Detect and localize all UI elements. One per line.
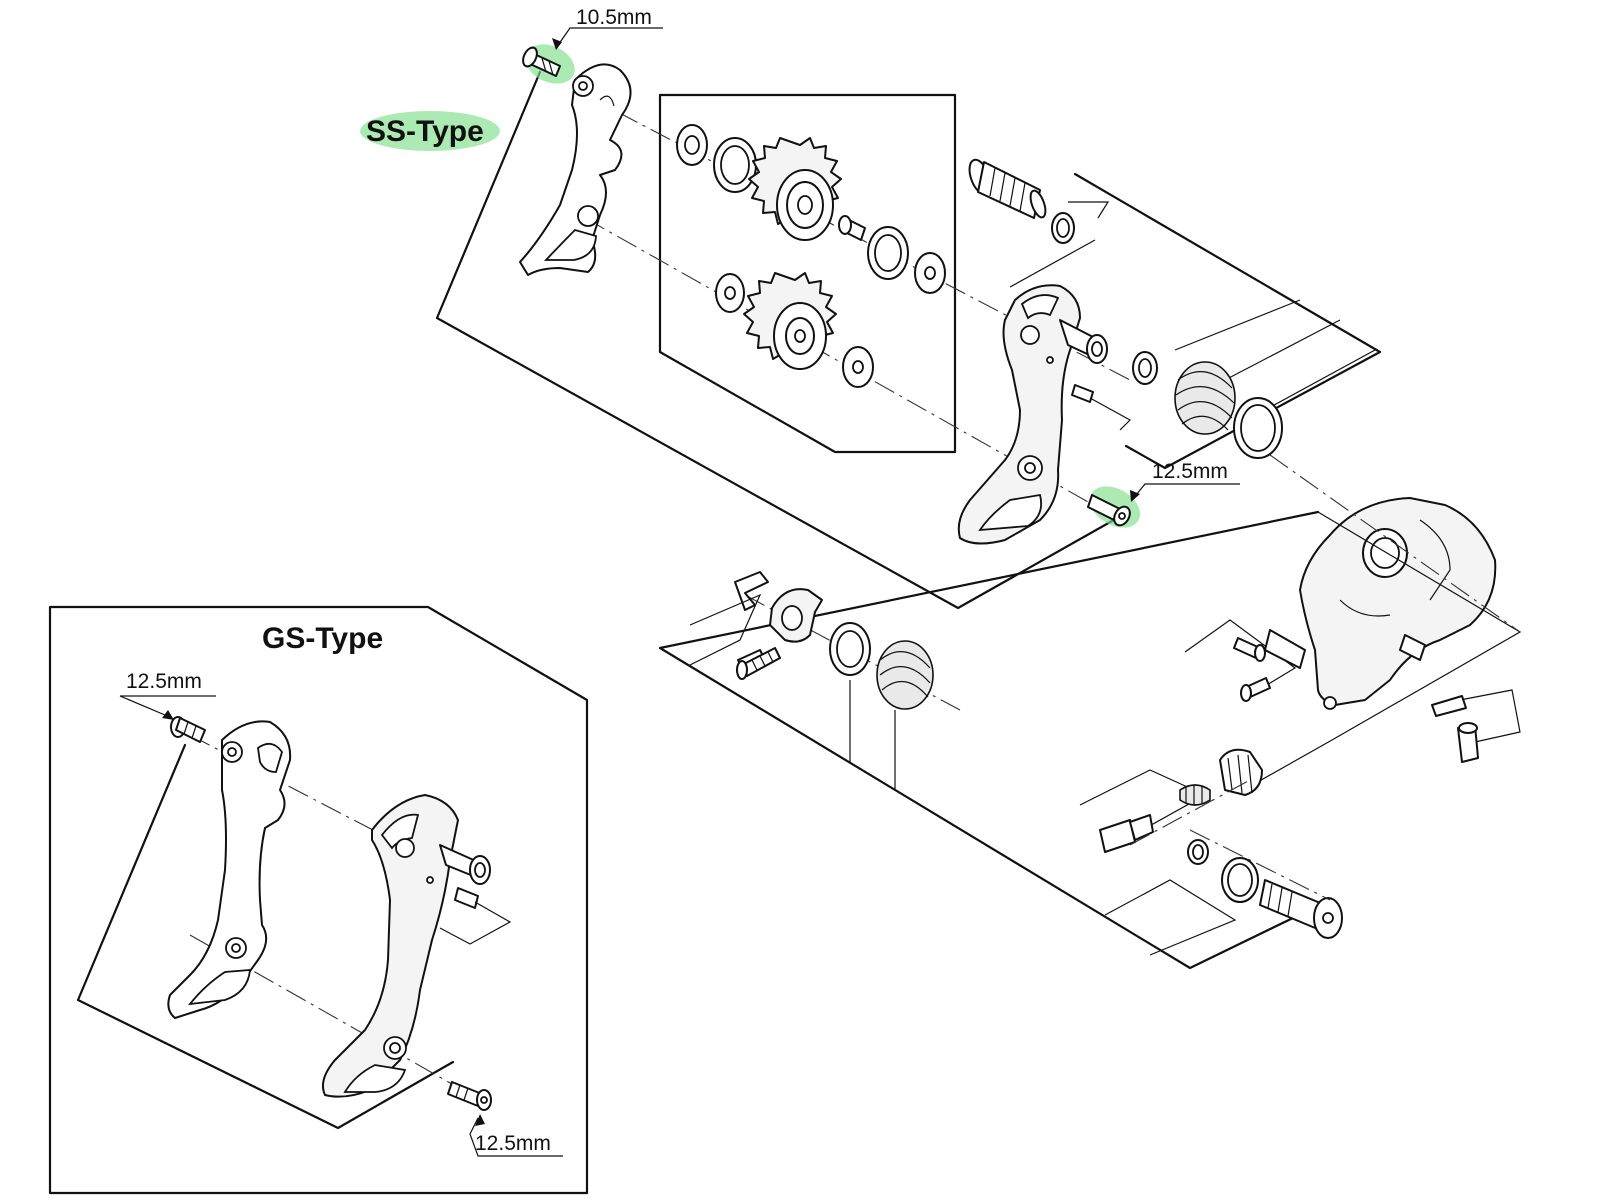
gs-cage-outline bbox=[76, 743, 455, 1130]
lower-pulley-parts bbox=[715, 272, 874, 388]
barrel-adjuster-parts bbox=[1079, 748, 1263, 853]
pivot-axle-bolt bbox=[968, 158, 1075, 244]
upper-pulley-parts bbox=[676, 124, 946, 294]
b-tension-spring bbox=[876, 640, 934, 710]
derailleur-body-assembly bbox=[658, 454, 1522, 970]
b-axle-leader bbox=[689, 593, 762, 666]
ss-lower-bolt-leader bbox=[1131, 483, 1240, 501]
ss-upper-bolt-leader bbox=[555, 27, 663, 49]
b-axle-parts bbox=[689, 571, 934, 790]
cage-stopper-leader bbox=[1089, 397, 1131, 431]
pivot-leader-4 bbox=[1224, 319, 1341, 381]
cage-spring-set bbox=[1132, 351, 1283, 459]
gs-upper-bolt-leader bbox=[119, 695, 216, 719]
ss-lower-cage-bolt bbox=[1087, 486, 1141, 528]
ss-lower-bolt-size: 12.5mm bbox=[1152, 460, 1228, 483]
inner-cage-plate bbox=[519, 63, 632, 276]
cable-fixing-parts bbox=[1431, 689, 1521, 763]
pivot-leader-lines bbox=[1073, 172, 1382, 470]
cage-return-spring bbox=[1174, 361, 1236, 435]
gs-inset-frame bbox=[48, 605, 589, 1195]
gs-upper-bolt-arrow bbox=[162, 710, 174, 720]
pivot-leader-2 bbox=[1009, 239, 1096, 288]
ss-upper-cage-bolt bbox=[522, 44, 575, 84]
ss-type-label: SS-Type bbox=[360, 111, 500, 151]
gs-type-inset: GS-Type 12.5mm bbox=[48, 605, 589, 1195]
gs-upper-bolt-size: 12.5mm bbox=[126, 670, 202, 693]
limit-screws bbox=[1184, 619, 1306, 702]
gs-type-title: GS-Type bbox=[262, 622, 383, 655]
pivot-leader-3 bbox=[1174, 299, 1301, 351]
body-bracket-outline bbox=[658, 510, 1332, 970]
pulley-inset-frame bbox=[658, 93, 957, 454]
gs-outer-cage-plate bbox=[322, 794, 512, 1098]
ss-type-assembly: 10.5mm SS-Type bbox=[360, 6, 1382, 610]
pivot-leader-1 bbox=[1068, 201, 1110, 219]
ss-upper-bolt-size: 10.5mm bbox=[576, 6, 652, 29]
b-axle-bolt bbox=[1104, 829, 1343, 956]
outer-cage-plate bbox=[957, 284, 1108, 545]
gs-lower-cage-bolt bbox=[447, 1081, 492, 1111]
gs-upper-cage-bolt bbox=[170, 716, 206, 743]
lower-pulley-wheel bbox=[743, 272, 837, 370]
ss-lower-bolt-arrow bbox=[1130, 490, 1140, 502]
pivot-leader-5 bbox=[1264, 349, 1376, 411]
ss-upper-bolt-arrow bbox=[552, 38, 562, 50]
ss-cage-outline bbox=[435, 70, 1130, 610]
upper-pulley-wheel bbox=[748, 137, 842, 241]
gs-inner-cage-plate bbox=[167, 720, 292, 1019]
main-body bbox=[1299, 497, 1497, 710]
gs-lower-bolt-arrow bbox=[475, 1114, 485, 1126]
ss-type-title: SS-Type bbox=[366, 115, 484, 148]
gs-lower-bolt-size: 12.5mm bbox=[475, 1132, 551, 1155]
body-axis-line bbox=[1269, 454, 1521, 633]
gs-lower-bolt-leader bbox=[469, 1117, 563, 1157]
